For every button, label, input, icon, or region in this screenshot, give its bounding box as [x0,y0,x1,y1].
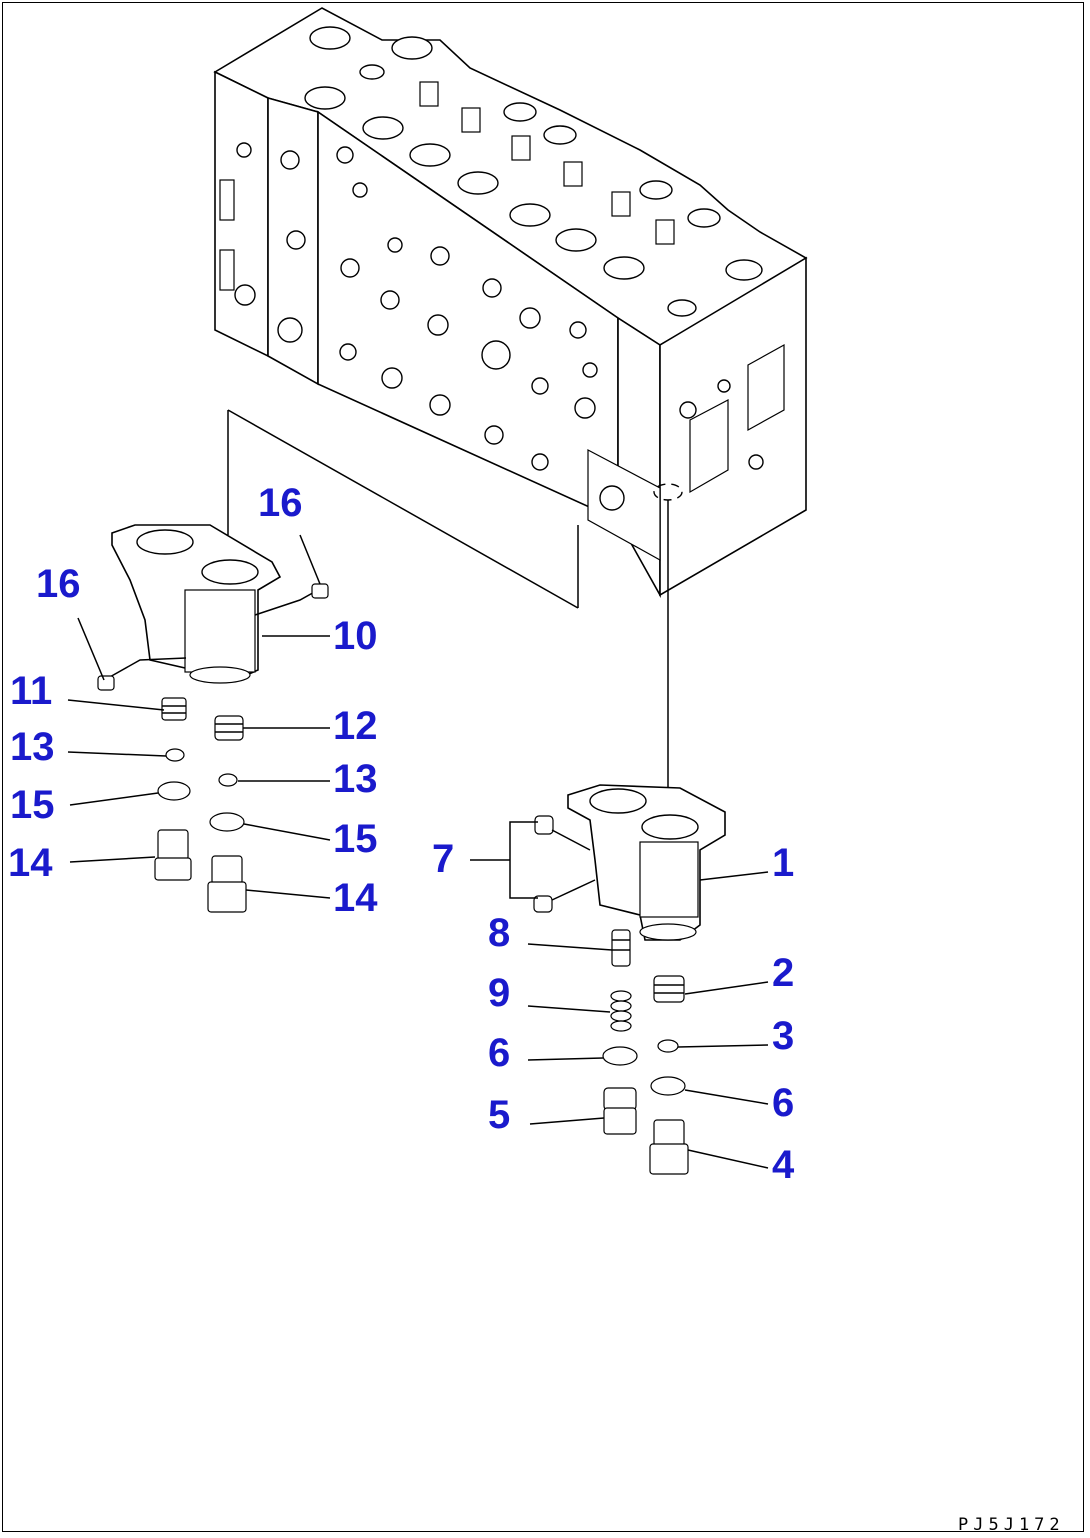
sensor-7-lower [533,895,553,913]
callout-1: 1 [772,841,794,885]
top-port [639,180,673,200]
right-body-bottom [639,923,697,941]
o-ring-6-right [650,1076,686,1096]
sensor-7-upper [534,815,554,835]
plug-5 [603,1087,637,1135]
plug-4 [649,1119,689,1175]
top-port [667,299,697,317]
top-port [543,125,577,145]
assembly-guide-lines [227,409,669,790]
right-end-window [747,343,785,432]
ring-13-left [165,748,185,762]
plug-11 [161,697,187,721]
top-port [603,256,645,280]
sensor-7 [533,815,596,913]
callout-2: 2 [772,951,794,995]
callout-13: 13 [333,757,378,801]
top-port [509,203,551,227]
o-ring-15-right [209,812,245,832]
ring-3 [657,1039,679,1053]
pilot-fitting-row [419,81,675,245]
top-port [359,64,385,80]
left-body-bottom [189,666,251,684]
callout-3: 3 [772,1014,794,1058]
callout-15: 15 [333,817,378,861]
o-ring-6-left [602,1046,638,1066]
callout-15: 15 [10,783,55,827]
ring-13-right [218,773,238,787]
left-port-top-2 [201,559,259,585]
callout-11: 11 [10,669,52,713]
o-ring-15-left [157,781,191,801]
plug-14-left [154,829,192,881]
top-port [362,116,404,140]
callout-14: 14 [333,876,378,920]
right-port-top-2 [641,814,699,840]
left-valve-body-10 [111,524,282,684]
control-valve-assembly [213,7,808,599]
right-end-window-2 [689,399,729,494]
left-plate-cutout-2 [219,249,235,291]
callout-8: 8 [488,911,510,955]
plug-14-right [207,855,247,913]
callout-7: 7 [432,837,454,881]
callout-10: 10 [333,614,378,658]
top-port [391,36,433,60]
callout-13: 13 [10,725,55,769]
drawing-code: PJ5J172 [958,1515,1065,1535]
top-port [725,259,763,281]
sensor-16-left-plug [97,675,115,691]
top-port [555,228,597,252]
callout-9: 9 [488,971,510,1015]
left-body-sleeve [184,589,256,673]
stem-8 [611,929,631,967]
right-port-top [589,788,647,814]
top-port [457,171,499,195]
callout-6: 6 [488,1031,510,1075]
callout-14: 14 [8,841,53,885]
callout-4: 4 [772,1143,795,1187]
top-port [304,86,346,110]
top-port [409,143,451,167]
plug-12 [214,715,244,741]
callout-labels: 16 16 10 11 12 13 13 15 15 14 14 7 1 8 2… [8,481,795,1187]
callout-6: 6 [772,1081,794,1125]
callout-16: 16 [36,562,81,606]
sensor-16-right-plug [311,583,329,599]
left-plate-cutout [219,179,235,221]
left-port-top [136,529,194,555]
callout-12: 12 [333,704,378,748]
top-port [309,26,351,50]
sensor-16 [97,583,329,691]
leader-lines [67,534,769,1169]
top-port [503,102,537,122]
spring-9 [610,990,632,1032]
plug-2 [653,975,685,1003]
right-valve-body-1 [567,784,726,941]
lower-boss [587,449,661,562]
callout-16: 16 [258,481,303,525]
right-body-sleeve [639,841,699,918]
front-face-holes [234,142,764,511]
top-port [687,208,721,228]
callout-5: 5 [488,1093,510,1137]
